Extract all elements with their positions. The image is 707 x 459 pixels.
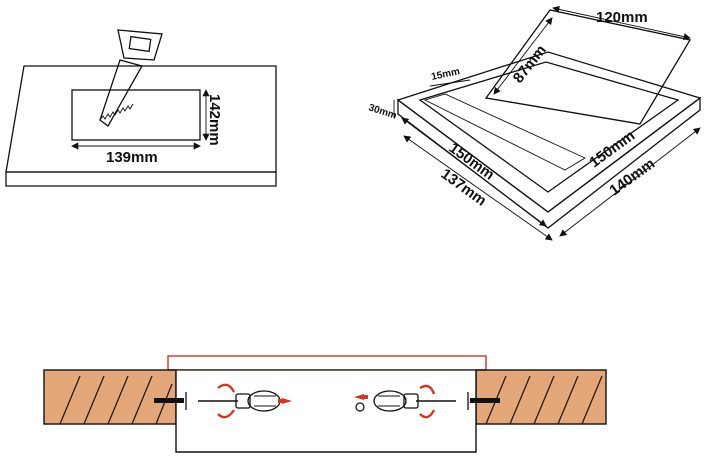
rotate-arrow-icon [217,383,236,393]
cut-area [71,89,201,141]
push-arrow-icon [282,398,292,404]
lid-width-label: 120mm [596,9,648,26]
desk-left-section [43,369,177,425]
washer-icon [355,402,365,412]
desk-right-section [475,369,607,425]
rotate-arrow-icon [419,384,436,395]
cutout-height-label: 142mm [206,94,223,146]
push-arrow-icon [354,394,364,400]
height-label: 30mm [367,102,398,121]
grommet-panel: 120mm 87mm 15mm 30mm 150mm 137mm 150mm 1… [367,5,702,241]
cutout-width-label: 139mm [106,149,158,166]
rotate-arrow-icon [217,409,235,419]
left-clamp-screw [154,398,184,403]
install-panel [43,355,607,453]
rim-label: 15mm [430,66,461,83]
bristle-strip [423,93,586,171]
cutout-panel: 142mm 139mm [5,29,277,187]
hand-saw-icon [99,29,163,127]
desk-edge [5,171,277,187]
lid-depth-label: 87mm [510,42,550,87]
lid-outline [167,355,487,371]
screwdriver-icon [373,390,456,412]
rotate-arrow-icon [419,409,436,419]
right-clamp-screw [470,398,500,403]
grommet-section [175,370,477,453]
